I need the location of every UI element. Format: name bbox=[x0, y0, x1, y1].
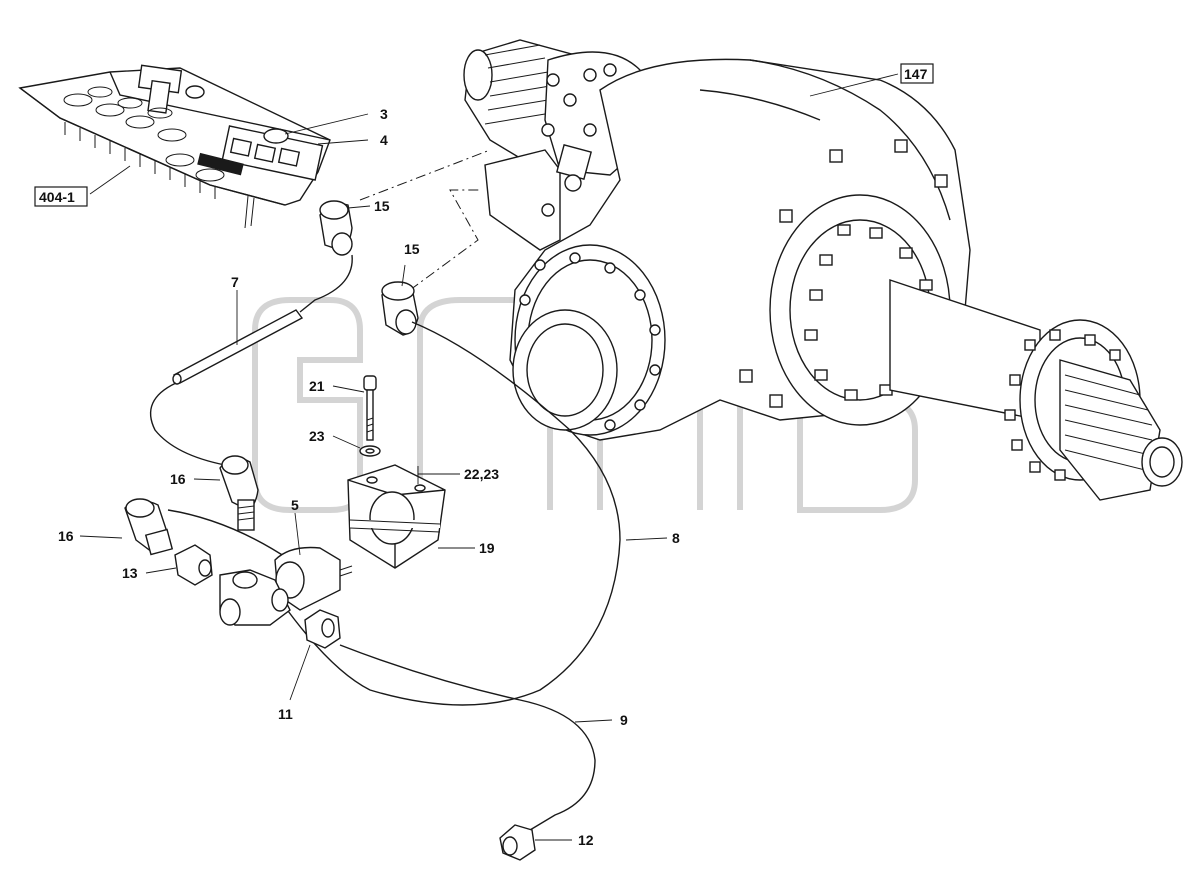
label-5: 5 bbox=[291, 497, 299, 513]
hose-8 bbox=[279, 321, 621, 706]
label-147-box bbox=[900, 63, 934, 84]
union-13 bbox=[174, 544, 213, 586]
connector-line-2 bbox=[409, 189, 480, 291]
label-16-upper: 16 bbox=[170, 471, 186, 487]
label-13: 13 bbox=[122, 565, 138, 581]
label-9: 9 bbox=[620, 712, 628, 728]
control-panel bbox=[18, 64, 331, 229]
tube-7 bbox=[172, 309, 304, 385]
label-22-23: 22,23 bbox=[464, 466, 499, 482]
hose-8-left bbox=[149, 382, 226, 466]
clamp-19 bbox=[347, 464, 446, 569]
label-15-upper: 15 bbox=[374, 198, 390, 214]
label-11: 11 bbox=[278, 706, 293, 722]
nut-12 bbox=[499, 824, 536, 861]
label-404-1: 404-1 bbox=[39, 189, 75, 205]
label-21: 21 bbox=[309, 378, 325, 394]
label-147: 147 bbox=[904, 66, 928, 82]
axle-housing bbox=[463, 39, 1183, 501]
hose-9 bbox=[339, 644, 596, 831]
elbow-15-upper bbox=[319, 200, 353, 256]
label-19: 19 bbox=[479, 540, 495, 556]
fitting-16-lower bbox=[124, 498, 174, 556]
elbow-15-lower bbox=[381, 281, 419, 336]
label-3: 3 bbox=[380, 106, 388, 122]
hose-8-upper bbox=[299, 254, 353, 313]
hose-16-link bbox=[167, 509, 291, 561]
label-7: 7 bbox=[231, 274, 239, 290]
connector-line-1 bbox=[359, 149, 491, 201]
label-16-lower: 16 bbox=[58, 528, 74, 544]
label-12: 12 bbox=[578, 832, 594, 848]
nut-11 bbox=[304, 609, 341, 649]
washer-23 bbox=[359, 445, 381, 457]
label-15-lower: 15 bbox=[404, 241, 420, 257]
bolt-21 bbox=[363, 375, 377, 441]
label-8: 8 bbox=[672, 530, 680, 546]
label-404-1-box bbox=[34, 186, 88, 207]
label-4: 4 bbox=[380, 132, 388, 148]
label-23: 23 bbox=[309, 428, 325, 444]
leader-lines bbox=[79, 73, 899, 841]
tee-5 bbox=[219, 546, 353, 626]
fitting-16-upper bbox=[219, 455, 259, 531]
